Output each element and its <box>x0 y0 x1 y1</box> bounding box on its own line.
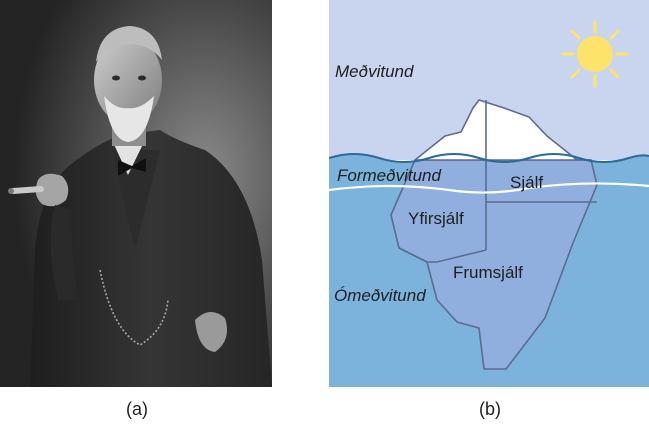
conscious-label: Meðvitund <box>335 62 414 81</box>
iceberg-svg: Meðvitund Formeðvitund Ómeðvitund Sjálf … <box>329 0 649 387</box>
id-label: Frumsjálf <box>453 263 523 282</box>
caption-b: (b) <box>479 399 501 419</box>
caption-a: (a) <box>126 399 148 419</box>
iceberg-diagram: Meðvitund Formeðvitund Ómeðvitund Sjálf … <box>329 0 649 387</box>
iceberg-tip <box>414 99 592 161</box>
preconscious-label: Formeðvitund <box>337 166 441 185</box>
sun-icon <box>561 20 629 88</box>
preconscious-boundary-line <box>329 182 649 194</box>
unconscious-label: Ómeðvitund <box>334 286 426 305</box>
ego-label: Sjálf <box>510 173 543 192</box>
photo-panel <box>0 0 272 387</box>
water-surface-line <box>329 153 649 163</box>
portrait-photo <box>0 0 272 387</box>
superego-label: Yfirsjálf <box>408 209 464 228</box>
